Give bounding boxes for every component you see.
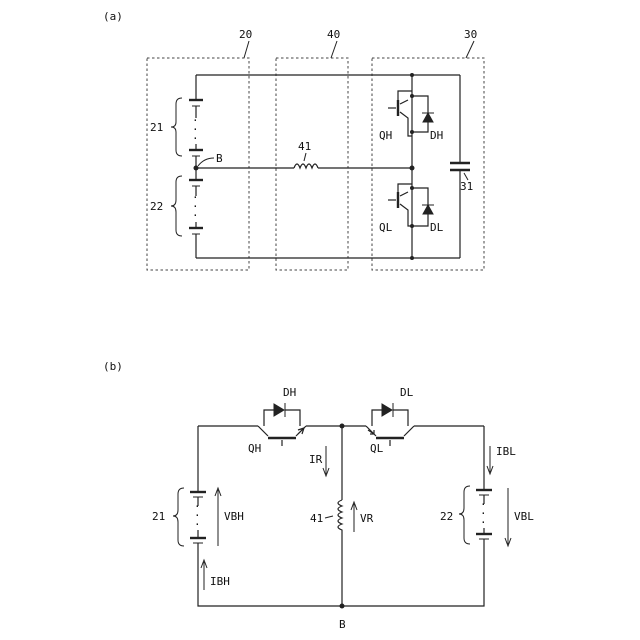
inductor-41 bbox=[294, 164, 318, 168]
battery-unit-label: 20 bbox=[239, 28, 252, 41]
battery-22: ··· bbox=[189, 168, 203, 258]
svg-text:·: · bbox=[192, 132, 199, 145]
ir-label: IR bbox=[309, 453, 323, 466]
battery-21: ··· bbox=[189, 75, 203, 168]
vbh-arrow bbox=[215, 488, 221, 546]
battery-unit-box bbox=[147, 58, 249, 270]
inductor-41-b bbox=[338, 500, 342, 532]
battery-21-b: ··· bbox=[190, 484, 206, 548]
battery-21-label: 21 bbox=[150, 121, 163, 134]
dl-label-b: DL bbox=[400, 386, 414, 399]
svg-text:·: · bbox=[480, 516, 487, 529]
capacitor-31-label: 31 bbox=[460, 180, 473, 193]
top-rail-dot bbox=[410, 73, 414, 77]
switch-ql-b bbox=[366, 403, 414, 446]
converter-unit-leader bbox=[466, 41, 474, 58]
converter-unit-label: 30 bbox=[464, 28, 477, 41]
qh-label-b: QH bbox=[248, 442, 261, 455]
inductor-41-label: 41 bbox=[298, 140, 311, 153]
switch-qh-b bbox=[258, 403, 306, 446]
vbl-label: VBL bbox=[514, 510, 534, 523]
switch-upper bbox=[388, 75, 434, 168]
vr-arrow bbox=[351, 502, 357, 532]
svg-text:·: · bbox=[194, 518, 201, 531]
ql-label-b: QL bbox=[370, 442, 384, 455]
inductor-unit-leader bbox=[331, 41, 337, 58]
vr-label: VR bbox=[360, 512, 374, 525]
ibl-label: IBL bbox=[496, 445, 516, 458]
dh-label-b: DH bbox=[283, 386, 296, 399]
panel-label-b: (b) bbox=[103, 360, 123, 373]
brace-21 bbox=[171, 98, 182, 156]
inductor-unit-label: 40 bbox=[327, 28, 340, 41]
node-b-dot-b bbox=[340, 604, 345, 609]
ibh-arrow bbox=[201, 560, 207, 590]
center-top-dot bbox=[340, 424, 345, 429]
ibl-arrow bbox=[487, 446, 493, 474]
ql-label-a: QL bbox=[379, 221, 393, 234]
dl-label-a: DL bbox=[430, 221, 444, 234]
panel-label-a: (a) bbox=[103, 10, 123, 23]
figure-b: (b) B DH QH bbox=[103, 360, 534, 631]
battery-22-label: 22 bbox=[150, 200, 163, 213]
ir-arrow bbox=[323, 446, 329, 476]
dh-label-a: DH bbox=[430, 129, 443, 142]
capacitor-31 bbox=[450, 75, 470, 258]
brace-22 bbox=[171, 176, 182, 236]
qh-label-a: QH bbox=[379, 129, 392, 142]
inductor-41-leader bbox=[304, 153, 306, 161]
inductor-41-label-b: 41 bbox=[310, 512, 323, 525]
battery-22-label-b: 22 bbox=[440, 510, 453, 523]
bottom-wire bbox=[198, 548, 484, 606]
figure-a: (a) 20 40 30 ··· 21 B bbox=[103, 10, 484, 270]
node-b-label: B bbox=[216, 152, 223, 165]
node-b-label-b: B bbox=[339, 618, 346, 631]
battery-21-label-b: 21 bbox=[152, 510, 165, 523]
brace-21-b bbox=[173, 488, 184, 546]
node-b-leader bbox=[198, 158, 214, 166]
ibh-label: IBH bbox=[210, 575, 230, 588]
inductor-unit-box bbox=[276, 58, 348, 270]
switch-lower bbox=[388, 168, 434, 258]
inductor-41-leader-b bbox=[325, 516, 333, 518]
vbh-label: VBH bbox=[224, 510, 244, 523]
vbl-arrow bbox=[505, 488, 511, 546]
capacitor-31-leader bbox=[464, 173, 468, 180]
battery-unit-leader bbox=[244, 41, 249, 58]
svg-text:·: · bbox=[192, 209, 199, 222]
battery-22-b: ··· bbox=[476, 484, 492, 548]
brace-22-b bbox=[459, 486, 470, 544]
